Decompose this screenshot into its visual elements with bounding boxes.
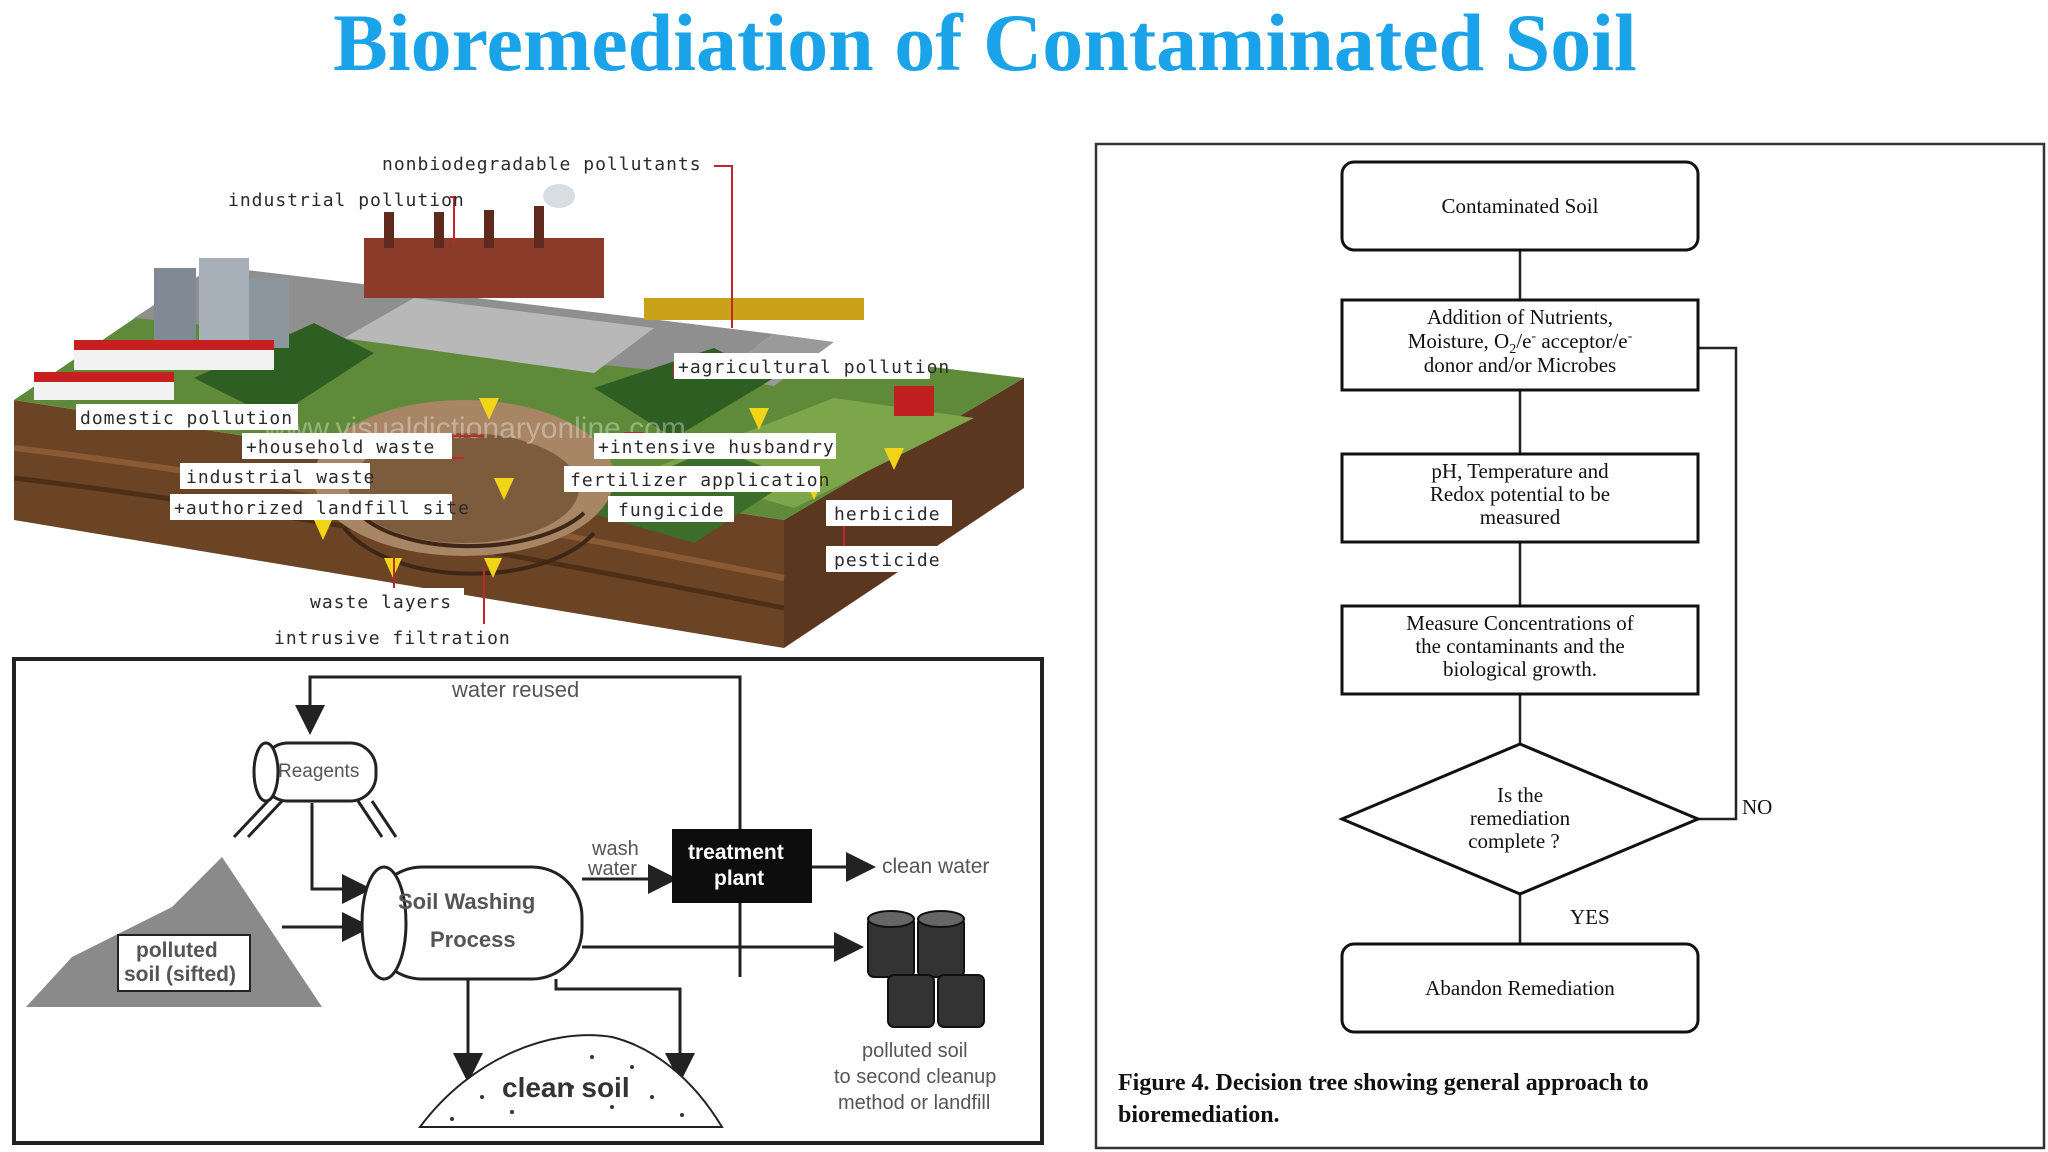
label-pesticide: pesticide — [826, 546, 944, 572]
second-cleanup-label-3: method or landfill — [838, 1092, 990, 1114]
decision-label-2: remediation — [1470, 806, 1571, 830]
yes-label: YES — [1570, 905, 1610, 929]
decision-tree-figure: Contaminated Soil Addition of Nutrients,… — [1094, 142, 2046, 1150]
second-cleanup-label-1: polluted soil — [862, 1040, 968, 1062]
contaminated-soil-label: Contaminated Soil — [1442, 194, 1599, 218]
ph-label-1: pH, Temperature and — [1431, 459, 1609, 483]
soil-pollution-illustration: www.visualdictionaryonline.com nonbiodeg… — [14, 150, 1024, 650]
label-household-waste: +household waste — [242, 433, 452, 459]
measure-label-3: biological growth. — [1443, 657, 1597, 681]
decision-label-3: complete ? — [1468, 829, 1560, 853]
wash-water-label-1: wash — [591, 838, 639, 860]
svg-text:+authorized landfill site: +authorized landfill site — [174, 498, 470, 519]
houses — [74, 348, 274, 370]
figure-caption-1: Figure 4. Decision tree showing general … — [1118, 1070, 1649, 1096]
label-agricultural-pollution: +agricultural pollution — [674, 353, 950, 379]
process-label-1: Soil Washing — [398, 889, 535, 914]
treatment-label-1: treatment — [688, 841, 784, 864]
ph-label-3: measured — [1480, 505, 1561, 529]
measure-box — [1340, 604, 1700, 696]
water-reused-label: water reused — [451, 677, 579, 702]
waste-layers-graphic — [352, 506, 586, 549]
decision-diamond — [1338, 742, 1702, 896]
soil-speckles — [450, 1055, 684, 1121]
decision-label-1: Is the — [1497, 783, 1543, 807]
process-label-2: Process — [430, 927, 516, 952]
label-fungicide: fungicide — [608, 496, 734, 522]
polluted-soil-label-2: soil (sifted) — [124, 963, 236, 986]
no-label: NO — [1742, 795, 1772, 819]
svg-text:+intensive husbandry: +intensive husbandry — [598, 437, 835, 458]
clean-water-label: clean water — [882, 855, 989, 878]
svg-text:herbicide: herbicide — [834, 504, 941, 525]
addition-box — [1340, 298, 1700, 392]
label-fertilizer-application: fertilizer application — [564, 466, 830, 492]
svg-text:+agricultural pollution: +agricultural pollution — [678, 357, 950, 378]
reagents-label: Reagents — [278, 761, 359, 782]
svg-text:industrial pollution: industrial pollution — [228, 190, 465, 211]
svg-text:+household waste: +household waste — [246, 437, 435, 458]
svg-text:industrial waste: industrial waste — [186, 467, 375, 488]
measure-label-1: Measure Concentrations of — [1406, 611, 1633, 635]
abandon-box — [1340, 942, 1700, 1034]
clean-soil-pile — [418, 1034, 724, 1128]
svg-text:fungicide: fungicide — [618, 500, 725, 521]
reagent-feed-arrow — [310, 803, 372, 904]
addition-label-1: Addition of Nutrients, — [1427, 305, 1613, 329]
svg-text:intrusive filtration: intrusive filtration — [274, 628, 511, 649]
ph-box — [1340, 452, 1700, 544]
measure-label-2: the contaminants and the — [1415, 634, 1624, 658]
label-domestic-pollution: domestic pollution — [76, 404, 298, 430]
water-tower — [543, 184, 575, 208]
treatment-label-2: plant — [714, 867, 764, 890]
label-intensive-husbandry: +intensive husbandry — [594, 433, 836, 459]
barn — [894, 386, 934, 416]
contaminated-soil-box — [1340, 160, 1700, 252]
parking-lot — [344, 298, 654, 373]
svg-text:nonbiodegradable pollutants: nonbiodegradable pollutants — [382, 154, 702, 175]
polluted-soil-label-1: polluted — [136, 939, 218, 962]
flow-connectors — [1518, 250, 1738, 944]
svg-text:domestic pollution: domestic pollution — [80, 408, 293, 429]
reagents-tank — [232, 741, 398, 839]
clean-soil-arrow-2 — [554, 979, 695, 1083]
label-nonbiodegradable: nonbiodegradable pollutants — [376, 150, 714, 176]
label-industrial-pollution: industrial pollution — [222, 186, 465, 212]
second-cleanup-label-2: to second cleanup — [834, 1066, 996, 1088]
label-industrial-waste: industrial waste — [180, 463, 375, 489]
svg-text:fertilizer application: fertilizer application — [570, 470, 830, 491]
svg-text:pesticide: pesticide — [834, 550, 941, 571]
forest — [194, 323, 374, 418]
figure-caption-2: bioremediation. — [1118, 1102, 1280, 1128]
page-title: Bioremediation of Contaminated Soil — [333, 0, 1637, 88]
addition-label-3: donor and/or Microbes — [1424, 353, 1616, 377]
soil-washing-diagram: water reused Reagents polluted soil (sif… — [12, 657, 1044, 1145]
treatment-plant — [672, 829, 812, 903]
ph-label-2: Redox potential to be — [1430, 482, 1610, 506]
label-authorized-landfill: +authorized landfill site — [170, 494, 470, 520]
abandon-label: Abandon Remediation — [1425, 976, 1615, 1000]
soil-washing-process — [360, 865, 584, 981]
label-waste-layers: waste layers — [304, 588, 464, 614]
water-reused-arrow — [295, 675, 742, 977]
svg-text:waste layers: waste layers — [310, 592, 452, 613]
label-intrusive-filtration: intrusive filtration — [268, 624, 511, 650]
office-building — [154, 268, 196, 348]
addition-label-2: Moisture, O2/e- acceptor/e- — [1408, 329, 1633, 357]
wash-water-label-2: water — [587, 858, 637, 880]
barrels-icon — [867, 910, 985, 1028]
label-herbicide: herbicide — [826, 500, 952, 526]
clean-soil-label: clean soil — [502, 1072, 630, 1103]
containers — [644, 298, 864, 320]
